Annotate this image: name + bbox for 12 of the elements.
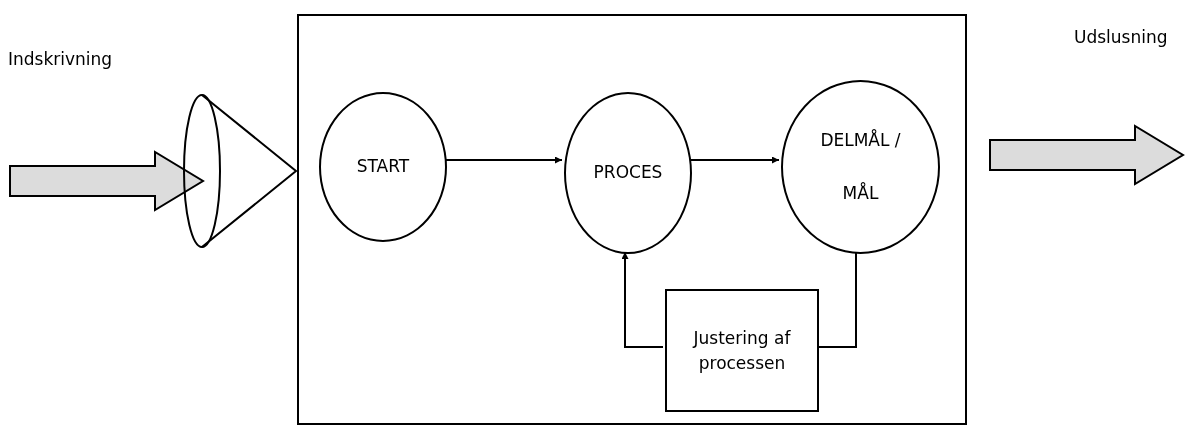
stage-label: Indskrivning [8,49,113,69]
node-label: Justering af processen [691,326,792,375]
node-label: PROCES [593,161,663,185]
process-box [665,289,819,412]
node-label: DELMÅL / MÅL [819,128,902,205]
block-arrow [9,150,205,212]
node-label: START [356,155,410,179]
container-frame [297,14,967,425]
stage-label: Udslusning [1074,27,1168,47]
funnel-cone [183,94,297,248]
arrow [621,251,664,348]
block-arrow [989,124,1185,186]
